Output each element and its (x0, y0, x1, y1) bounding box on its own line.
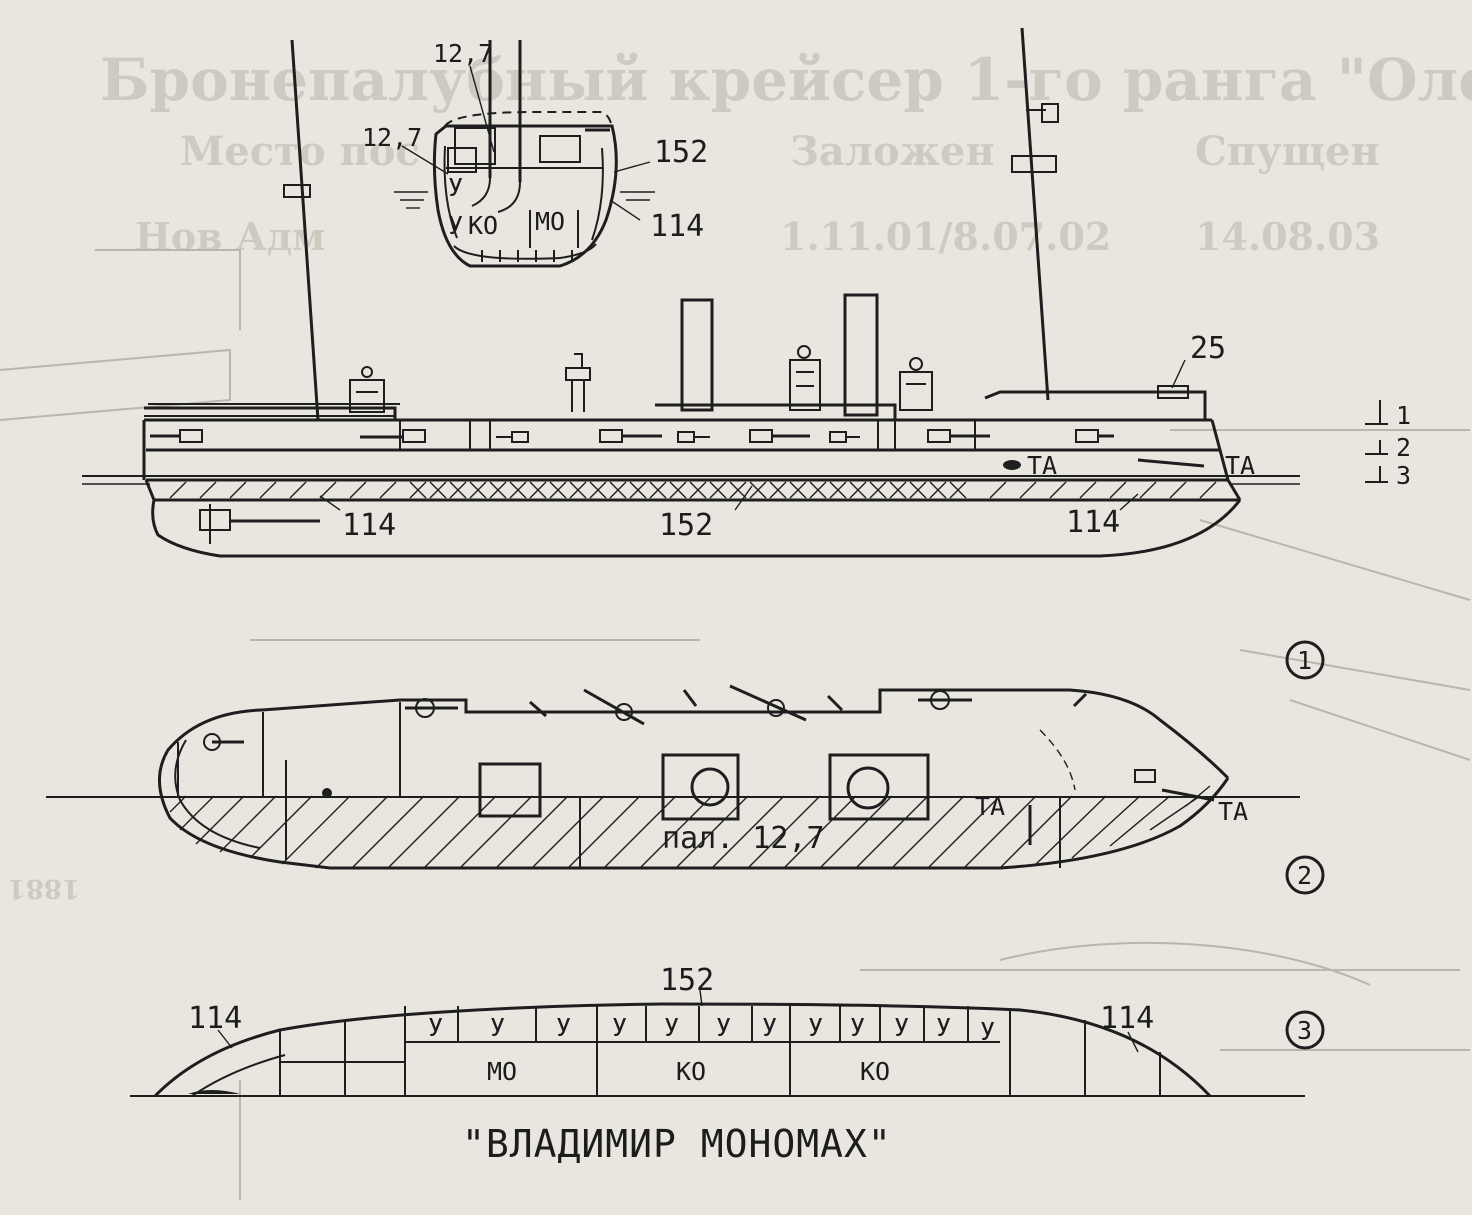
view-badges: 1 2 3 (1285, 640, 1325, 1050)
bunker-label-8: У (808, 1013, 823, 1042)
bunker-label-1: У (428, 1013, 443, 1042)
plan-label-deck-127: пал. 12,7 (662, 821, 825, 856)
section-bunker-lower: У (448, 211, 463, 240)
badge-1-circle (1285, 640, 1325, 680)
bunker-label-9: У (850, 1013, 865, 1042)
section-waterline (394, 191, 655, 209)
badge-2-circle (1285, 855, 1325, 895)
section-boiler-room: КО (468, 211, 498, 240)
section-leaders (401, 65, 651, 221)
badge-2-number: 2 (1297, 861, 1312, 890)
double-bottom-cells (481, 250, 573, 262)
coal-bunker-labels: У У У У У У У У У У У У (428, 1013, 995, 1046)
level-mark-3: 3 (1396, 461, 1411, 490)
plan-label-ta-side: ТА (975, 792, 1005, 821)
section-label-114: 114 (650, 209, 704, 244)
armor-label-152: 152 (660, 963, 714, 998)
level-mark-1: 1 (1396, 401, 1411, 430)
profile-label-ta-bow: ТА (1225, 451, 1255, 480)
section-label-deck-127: 12,7 (433, 39, 493, 68)
bunker-label-7: У (762, 1013, 777, 1042)
profile-label-152: 152 (659, 508, 713, 543)
bleed-number: 1881 (8, 873, 80, 903)
bleed-header-3: Спущен (1195, 128, 1380, 175)
deck-hatching (169, 785, 1211, 869)
plan-label-ta-bow: ТА (1218, 797, 1248, 826)
mainmast (1020, 27, 1050, 401)
armor-label-boiler-room-1: КО (676, 1057, 706, 1086)
armor-label-engine-room: МО (487, 1057, 517, 1086)
bleed-title: Бронепалубный крейсер 1-го ранга "Олег" (100, 46, 1472, 114)
side-torpedo-port (1003, 460, 1021, 470)
badge-3-circle (1285, 1010, 1325, 1050)
midship-section: 12,7 12,7 152 114 У У КО МО (362, 39, 708, 268)
section-bunker-upper: У (448, 173, 463, 202)
bleed-through-text: Бронепалубный крейсер 1-го ранга "Олег" … (8, 46, 1472, 903)
bunker-label-6: У (716, 1013, 731, 1042)
bleed-row-3: 14.08.03 (1195, 214, 1380, 259)
broadside-guns (150, 429, 1114, 443)
level-mark-2: 2 (1396, 433, 1411, 462)
armor-label-114-aft: 114 (188, 1001, 242, 1036)
section-label-152: 152 (654, 135, 708, 170)
bleed-row-2: 1.11.01/8.07.02 (780, 214, 1111, 259)
badge-1-number: 1 (1297, 646, 1312, 675)
plan-deck-view: ТА ТА пал. 12,7 (46, 684, 1300, 870)
section-label-slope-127: 12,7 (362, 123, 422, 152)
section-engine-room: МО (535, 207, 565, 236)
aft-funnel (843, 293, 879, 417)
bunker-partitions (279, 1006, 1161, 1096)
profile-label-114-aft: 114 (342, 508, 396, 543)
bleed-through-lines (0, 249, 1471, 1200)
ship-name-caption: "ВЛАДИМИР МОНОМАХ" (462, 1122, 892, 1166)
armor-label-114-fore: 114 (1100, 1001, 1154, 1036)
bunker-label-10: У (894, 1013, 909, 1042)
profile-label-114-fore: 114 (1066, 505, 1120, 540)
side-profile: 25 ТА ТА 114 152 114 1 2 3 (82, 27, 1411, 558)
deck-guns (203, 684, 1088, 751)
bleed-row-1: Нов Адм (135, 214, 325, 259)
fore-funnel (680, 298, 714, 412)
armor-label-boiler-room-2: КО (860, 1057, 890, 1086)
bunker-label-2: У (490, 1013, 505, 1042)
bunker-label-3: У (556, 1013, 571, 1042)
level-markers: 1 2 3 (1365, 400, 1411, 490)
armor-belt-hatch (169, 481, 1217, 499)
foremast (290, 39, 320, 421)
badge-3-number: 3 (1297, 1016, 1312, 1045)
plan-armor-view: 152 114 114 МО КО КО У У У У У У У У У У… (130, 963, 1305, 1098)
profile-label-ta-side: ТА (1027, 451, 1057, 480)
bleed-header-2: Заложен (790, 128, 995, 175)
bunker-label-4: У (612, 1013, 627, 1042)
bunker-label-5: У (664, 1013, 679, 1042)
bunker-label-12: У (980, 1017, 995, 1046)
bunker-label-11: У (936, 1013, 951, 1042)
profile-label-25: 25 (1190, 331, 1226, 366)
